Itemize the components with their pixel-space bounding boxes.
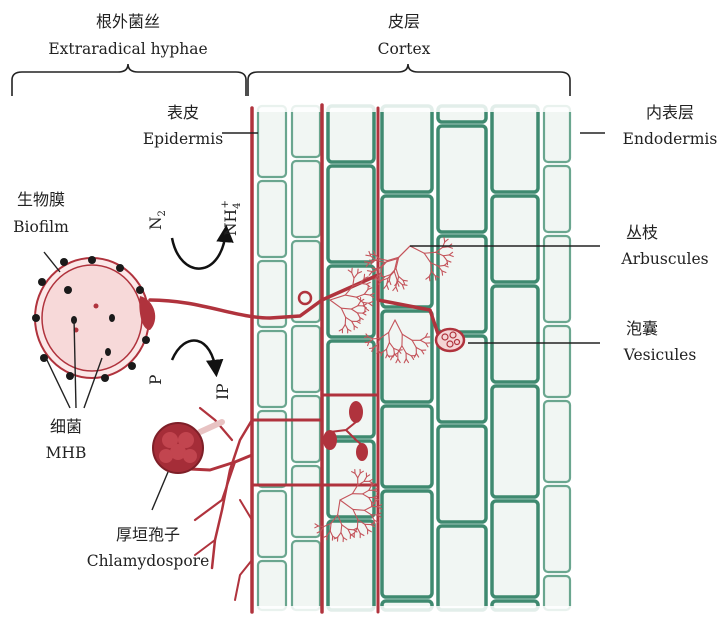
root-cell [258,106,286,177]
arbuscules-en-label: Arbuscules [620,250,708,268]
root-cell [328,266,374,337]
epidermis-cn-label: 表皮 [167,103,199,122]
root-cell [544,106,570,162]
root-cell [544,326,570,397]
endodermis-cn-label: 内表层 [646,103,694,122]
bacterium [60,258,68,266]
bacteria-cn-label: 细菌 [50,417,82,436]
root-cell [292,396,320,462]
extraradical-hypha [240,500,252,520]
extraradical-cn-label: 根外菌丝 [96,12,160,31]
arbuscules-cn-label: 丛枝 [626,223,658,242]
root-cell [258,491,286,557]
curved-arrow-icon [172,230,226,269]
bacterium [32,314,40,322]
extraradical-hypha [235,560,252,600]
root-cell [544,486,570,572]
root-tissue [250,98,580,620]
root-cell [382,491,432,597]
bacterium [88,256,96,264]
bacterium [136,286,144,294]
root-cell [492,286,538,382]
root-cell [328,166,374,262]
chlamydospore [153,423,203,473]
vesicules-en-label: Vesicules [623,346,697,364]
cortex-bracket [248,64,570,96]
root-cell [328,106,374,162]
bacterium [105,348,111,356]
vesicle [436,329,464,351]
cell-grid [250,98,580,620]
root-cell [382,406,432,487]
root-cell [258,331,286,407]
root-cell [328,341,374,437]
chlamydospore-en-label: Chlamydospore [87,552,210,570]
root-cell [544,401,570,482]
root-cell [544,576,570,610]
root-cell [292,466,320,537]
root-cell [492,386,538,497]
root-cell [382,196,432,307]
extraradical-hypha [212,420,252,568]
cortex-cn-label: 皮层 [388,12,420,31]
root-cell [292,326,320,392]
bacterium [38,278,46,286]
nh4-label: NH4+ [220,200,243,236]
epidermis-en-label: Epidermis [143,130,223,148]
root-cell [292,161,320,237]
root-cell [544,166,570,232]
root-cell [492,501,538,597]
bacterium [128,362,136,370]
bacterium [109,314,115,322]
p-label: P [147,375,165,385]
bacterium [101,374,109,382]
curved-arrow-icon [172,340,216,372]
root-cell [438,126,486,232]
inner-dot [94,304,99,309]
faint-hypha [200,422,222,432]
biofilm-spore [35,258,155,378]
root-cell [544,236,570,322]
extraradical-bracket [12,64,246,96]
bacterium [116,264,124,272]
vesicules-cn-label: 泡囊 [626,319,658,338]
tissue-fade-top [250,98,580,112]
bacterium [142,336,150,344]
bacterium [64,286,72,294]
root-cell [258,411,286,487]
biofilm-cn-label: 生物膜 [17,190,65,209]
root-cell [438,526,486,610]
root-cell [292,106,320,157]
root-cell [382,106,432,192]
root-cell [292,541,320,610]
ip-label: IP [214,383,232,400]
n2-label: N2 [147,210,168,230]
root-cell [438,236,486,332]
cortex-en-label: Cortex [378,40,431,58]
chlamydospore-cn-label: 厚垣孢子 [116,525,180,544]
bacteria-en-label: MHB [46,444,87,462]
root-cell [258,181,286,257]
root-cell [492,106,538,192]
root-cell [258,561,286,610]
tissue-fade-bottom [250,606,580,620]
extraradical-en-label: Extraradical hyphae [48,40,207,58]
biofilm-en-label: Biofilm [13,218,69,236]
root-cell [438,426,486,522]
bacterium [66,372,74,380]
endodermis-en-label: Endodermis [623,130,718,148]
root-cell [492,196,538,282]
